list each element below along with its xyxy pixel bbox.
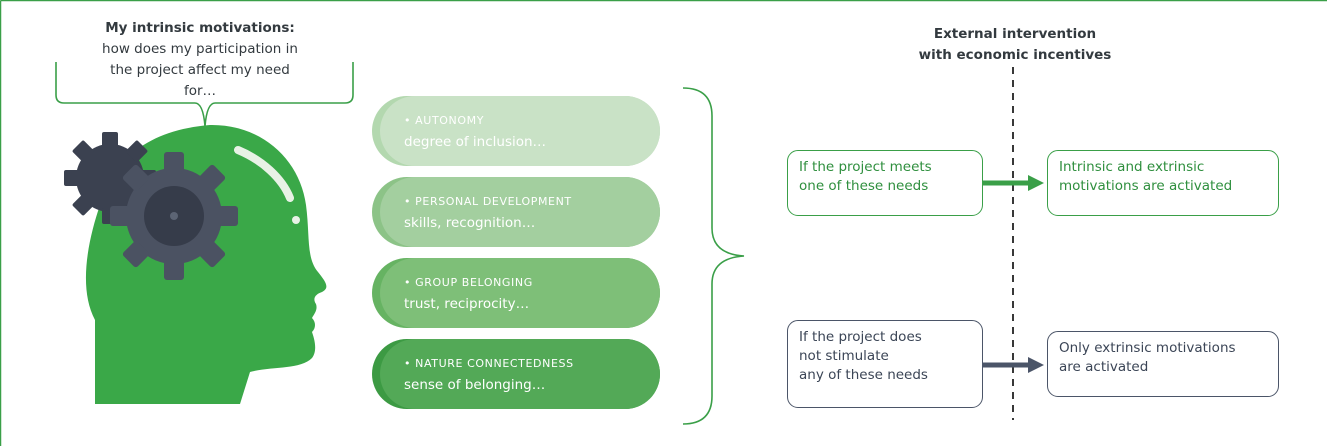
need-label: • AUTONOMY [404, 114, 485, 127]
intrinsic-title: My intrinsic motivations: [105, 20, 295, 36]
condition-line: not stimulate [799, 348, 889, 364]
result-line: motivations are activated [1059, 178, 1233, 194]
need-pill-autonomy: • AUTONOMY degree of inclusion… [372, 96, 660, 166]
external-header: External intervention with economic ince… [900, 24, 1130, 66]
need-detail: trust, reciprocity… [404, 296, 530, 312]
external-line1: External intervention [933, 26, 1097, 42]
result-line: Intrinsic and extrinsic [1059, 159, 1205, 175]
head-highlight-icon [234, 146, 294, 202]
intrinsic-line3: the project affect my need for… [110, 62, 290, 99]
result-line: Only extrinsic motivations [1059, 340, 1236, 356]
arrow-right-icon [983, 175, 1044, 191]
condition-no-needs-box: If the project does not stimulate any of… [787, 320, 983, 408]
need-pill-personal-development: • PERSONAL DEVELOPMENT skills, recogniti… [372, 177, 660, 247]
arrow-right-icon [983, 357, 1044, 373]
condition-line: one of these needs [799, 178, 929, 194]
need-label: • NATURE CONNECTEDNESS [404, 357, 574, 370]
result-extrinsic-only-box: Only extrinsic motivations are activated [1047, 331, 1279, 397]
need-pill-nature-connectedness: • NATURE CONNECTEDNESS sense of belongin… [372, 339, 660, 409]
need-detail: sense of belonging… [404, 377, 546, 393]
gear-icon [110, 152, 238, 280]
need-detail: skills, recognition… [404, 215, 536, 231]
external-line2: with economic incentives [918, 47, 1112, 63]
result-both-motivations-box: Intrinsic and extrinsic motivations are … [1047, 150, 1279, 216]
intrinsic-line2: how does my participation in [102, 41, 298, 57]
result-line: are activated [1059, 359, 1149, 375]
need-pill-group-belonging: • GROUP BELONGING trust, reciprocity… [372, 258, 660, 328]
condition-line: If the project does [799, 329, 922, 345]
condition-meets-needs-box: If the project meets one of these needs [787, 150, 983, 216]
condition-line: If the project meets [799, 159, 932, 175]
condition-line: any of these needs [799, 367, 928, 383]
intrinsic-header: My intrinsic motivations: how does my pa… [100, 18, 300, 102]
head-dot-icon [292, 216, 300, 224]
need-label: • GROUP BELONGING [404, 276, 533, 289]
need-label: • PERSONAL DEVELOPMENT [404, 195, 572, 208]
needs-pills [372, 96, 660, 409]
brace-icon [682, 87, 745, 425]
need-detail: degree of inclusion… [404, 134, 547, 150]
